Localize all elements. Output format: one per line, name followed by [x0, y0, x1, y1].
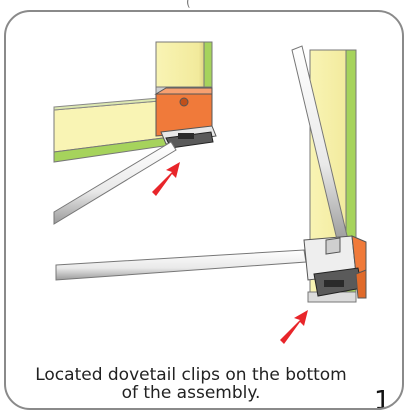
arrow-icon: [280, 310, 308, 344]
caption-line-1: Located dovetail clips on the bottom: [35, 365, 347, 385]
assembly-illustration: [53, 41, 367, 344]
bottom-right-connector: [303, 235, 367, 299]
horizontal-frame: [53, 96, 172, 163]
instruction-caption: Located dovetail clips on the bottom of …: [26, 366, 356, 402]
arrow-icon: [152, 162, 180, 196]
step-number: 1: [374, 386, 391, 410]
corner-connector: [154, 87, 217, 149]
caption-line-2: of the assembly.: [121, 383, 261, 403]
left-vertical-frame: [155, 41, 213, 95]
rod-left: [53, 141, 177, 225]
page-tab-mark: (: [186, 0, 191, 9]
rod-bottom: [55, 249, 307, 281]
instruction-card: Located dovetail clips on the bottom of …: [4, 10, 404, 410]
